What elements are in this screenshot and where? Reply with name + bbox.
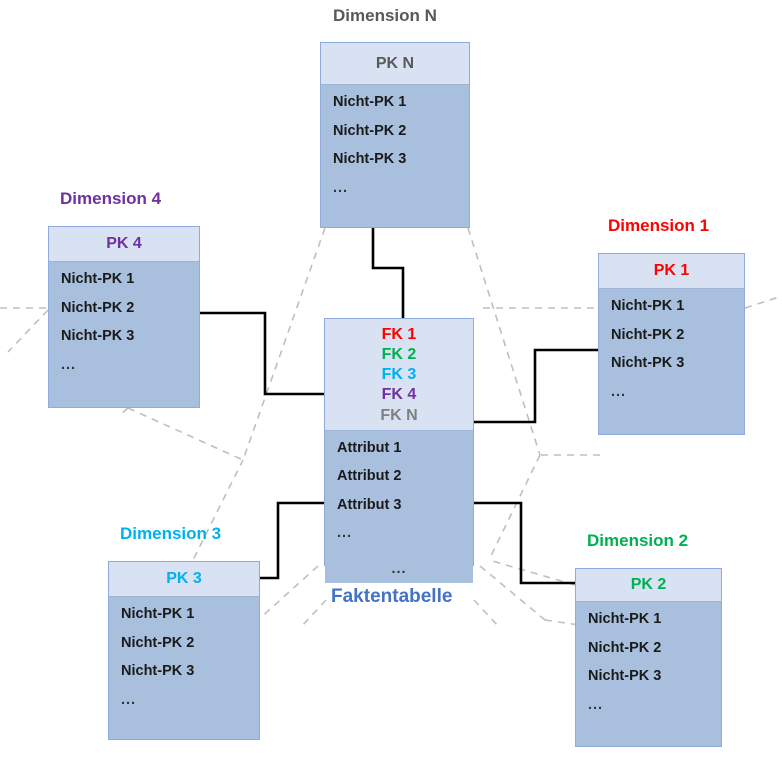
fact-fk-row: FK 2 bbox=[381, 346, 417, 364]
dimension-2-rows: Nicht-PK 1 Nicht-PK 2 Nicht-PK 3 ... bbox=[576, 602, 721, 732]
fact-fk-row: FK 1 bbox=[381, 326, 417, 343]
dimension-1-row: ... bbox=[611, 383, 627, 400]
dimension-n-pk: PK N bbox=[321, 43, 469, 85]
dimension-2-row: Nicht-PK 1 bbox=[588, 611, 662, 627]
dimension-n-row: Nicht-PK 2 bbox=[333, 122, 407, 139]
connector-dimension-1 bbox=[474, 348, 598, 424]
dimension-3-row: ... bbox=[121, 691, 137, 708]
dimension-table-2[interactable]: PK 2 Nicht-PK 1 Nicht-PK 2 Nicht-PK 3 ..… bbox=[575, 568, 722, 747]
fact-table[interactable]: FK 1 FK 2 FK 3 FK 4 FK N Attribut 1 Attr… bbox=[324, 318, 474, 583]
dimension-1-row: Nicht-PK 1 bbox=[611, 298, 685, 314]
dimension-2-row: Nicht-PK 2 bbox=[588, 639, 662, 656]
dimension-2-row: ... bbox=[588, 696, 604, 713]
dimension-2-row: Nicht-PK 3 bbox=[588, 668, 662, 684]
dimension-title-1: Dimension 1 bbox=[608, 216, 710, 235]
dimension-n-rows: Nicht-PK 1 Nicht-PK 2 Nicht-PK 3 ... bbox=[321, 85, 469, 215]
connector-dimension-2 bbox=[474, 501, 575, 585]
fact-attribute-row: Attribut 3 bbox=[337, 496, 402, 513]
dimension-3-rows: Nicht-PK 1 Nicht-PK 2 Nicht-PK 3 ... bbox=[109, 597, 259, 727]
dimension-table-3[interactable]: PK 3 Nicht-PK 1 Nicht-PK 2 Nicht-PK 3 ..… bbox=[108, 561, 260, 740]
connector-dimension-4 bbox=[200, 311, 325, 396]
dimension-table-1[interactable]: PK 1 Nicht-PK 1 Nicht-PK 2 Nicht-PK 3 ..… bbox=[598, 253, 745, 435]
dimension-3-pk: PK 3 bbox=[109, 562, 259, 597]
fact-attribute-row: Attribut 2 bbox=[337, 468, 402, 485]
dimension-title-2: Dimension 2 bbox=[587, 531, 689, 550]
dimension-table-4[interactable]: PK 4 Nicht-PK 1 Nicht-PK 2 Nicht-PK 3 ..… bbox=[48, 226, 200, 408]
dimension-title-4: Dimension 4 bbox=[60, 189, 162, 208]
fact-fk-row: FK N bbox=[380, 406, 418, 424]
dimension-title-n: Dimension N bbox=[333, 6, 437, 25]
fact-fk-row: FK 3 bbox=[381, 366, 417, 384]
fact-table-attributes: Attribut 1 Attribut 2 Attribut 3 ... ... bbox=[325, 430, 473, 583]
dimension-3-row: Nicht-PK 2 bbox=[121, 634, 195, 651]
fact-fk-row: FK 4 bbox=[381, 386, 417, 404]
dimension-1-row: Nicht-PK 3 bbox=[611, 355, 685, 371]
dimension-table-n[interactable]: PK N Nicht-PK 1 Nicht-PK 2 Nicht-PK 3 ..… bbox=[320, 42, 470, 228]
dimension-n-row: ... bbox=[333, 179, 349, 196]
fact-table-label: Faktentabelle bbox=[331, 586, 453, 607]
dimension-3-row: Nicht-PK 1 bbox=[121, 606, 195, 622]
dimension-1-pk: PK 1 bbox=[599, 254, 744, 289]
dimension-4-row: ... bbox=[61, 356, 77, 373]
dimension-4-rows: Nicht-PK 1 Nicht-PK 2 Nicht-PK 3 ... bbox=[49, 262, 199, 392]
dimension-1-rows: Nicht-PK 1 Nicht-PK 2 Nicht-PK 3 ... bbox=[599, 289, 744, 419]
dimension-3-row: Nicht-PK 3 bbox=[121, 663, 195, 679]
dimension-4-row: Nicht-PK 1 bbox=[61, 271, 135, 287]
fact-table-bottom-ellipsis: ... bbox=[391, 560, 407, 577]
dimension-1-row: Nicht-PK 2 bbox=[611, 326, 685, 343]
dimension-title-3: Dimension 3 bbox=[120, 524, 222, 543]
dimension-n-row: Nicht-PK 3 bbox=[333, 151, 407, 167]
connector-dimension-n bbox=[371, 228, 405, 318]
fact-attribute-row: Attribut 1 bbox=[337, 439, 402, 456]
dimension-4-pk: PK 4 bbox=[49, 227, 199, 262]
fact-table-foreign-keys: FK 1 FK 2 FK 3 FK 4 FK N bbox=[325, 319, 473, 431]
dimension-4-row: Nicht-PK 3 bbox=[61, 328, 135, 344]
connector-dimension-3 bbox=[258, 501, 325, 580]
dimension-n-row: Nicht-PK 1 bbox=[333, 94, 407, 110]
dimension-4-row: Nicht-PK 2 bbox=[61, 299, 135, 316]
fact-attribute-row: ... bbox=[337, 525, 353, 542]
dimension-2-pk: PK 2 bbox=[576, 569, 721, 602]
